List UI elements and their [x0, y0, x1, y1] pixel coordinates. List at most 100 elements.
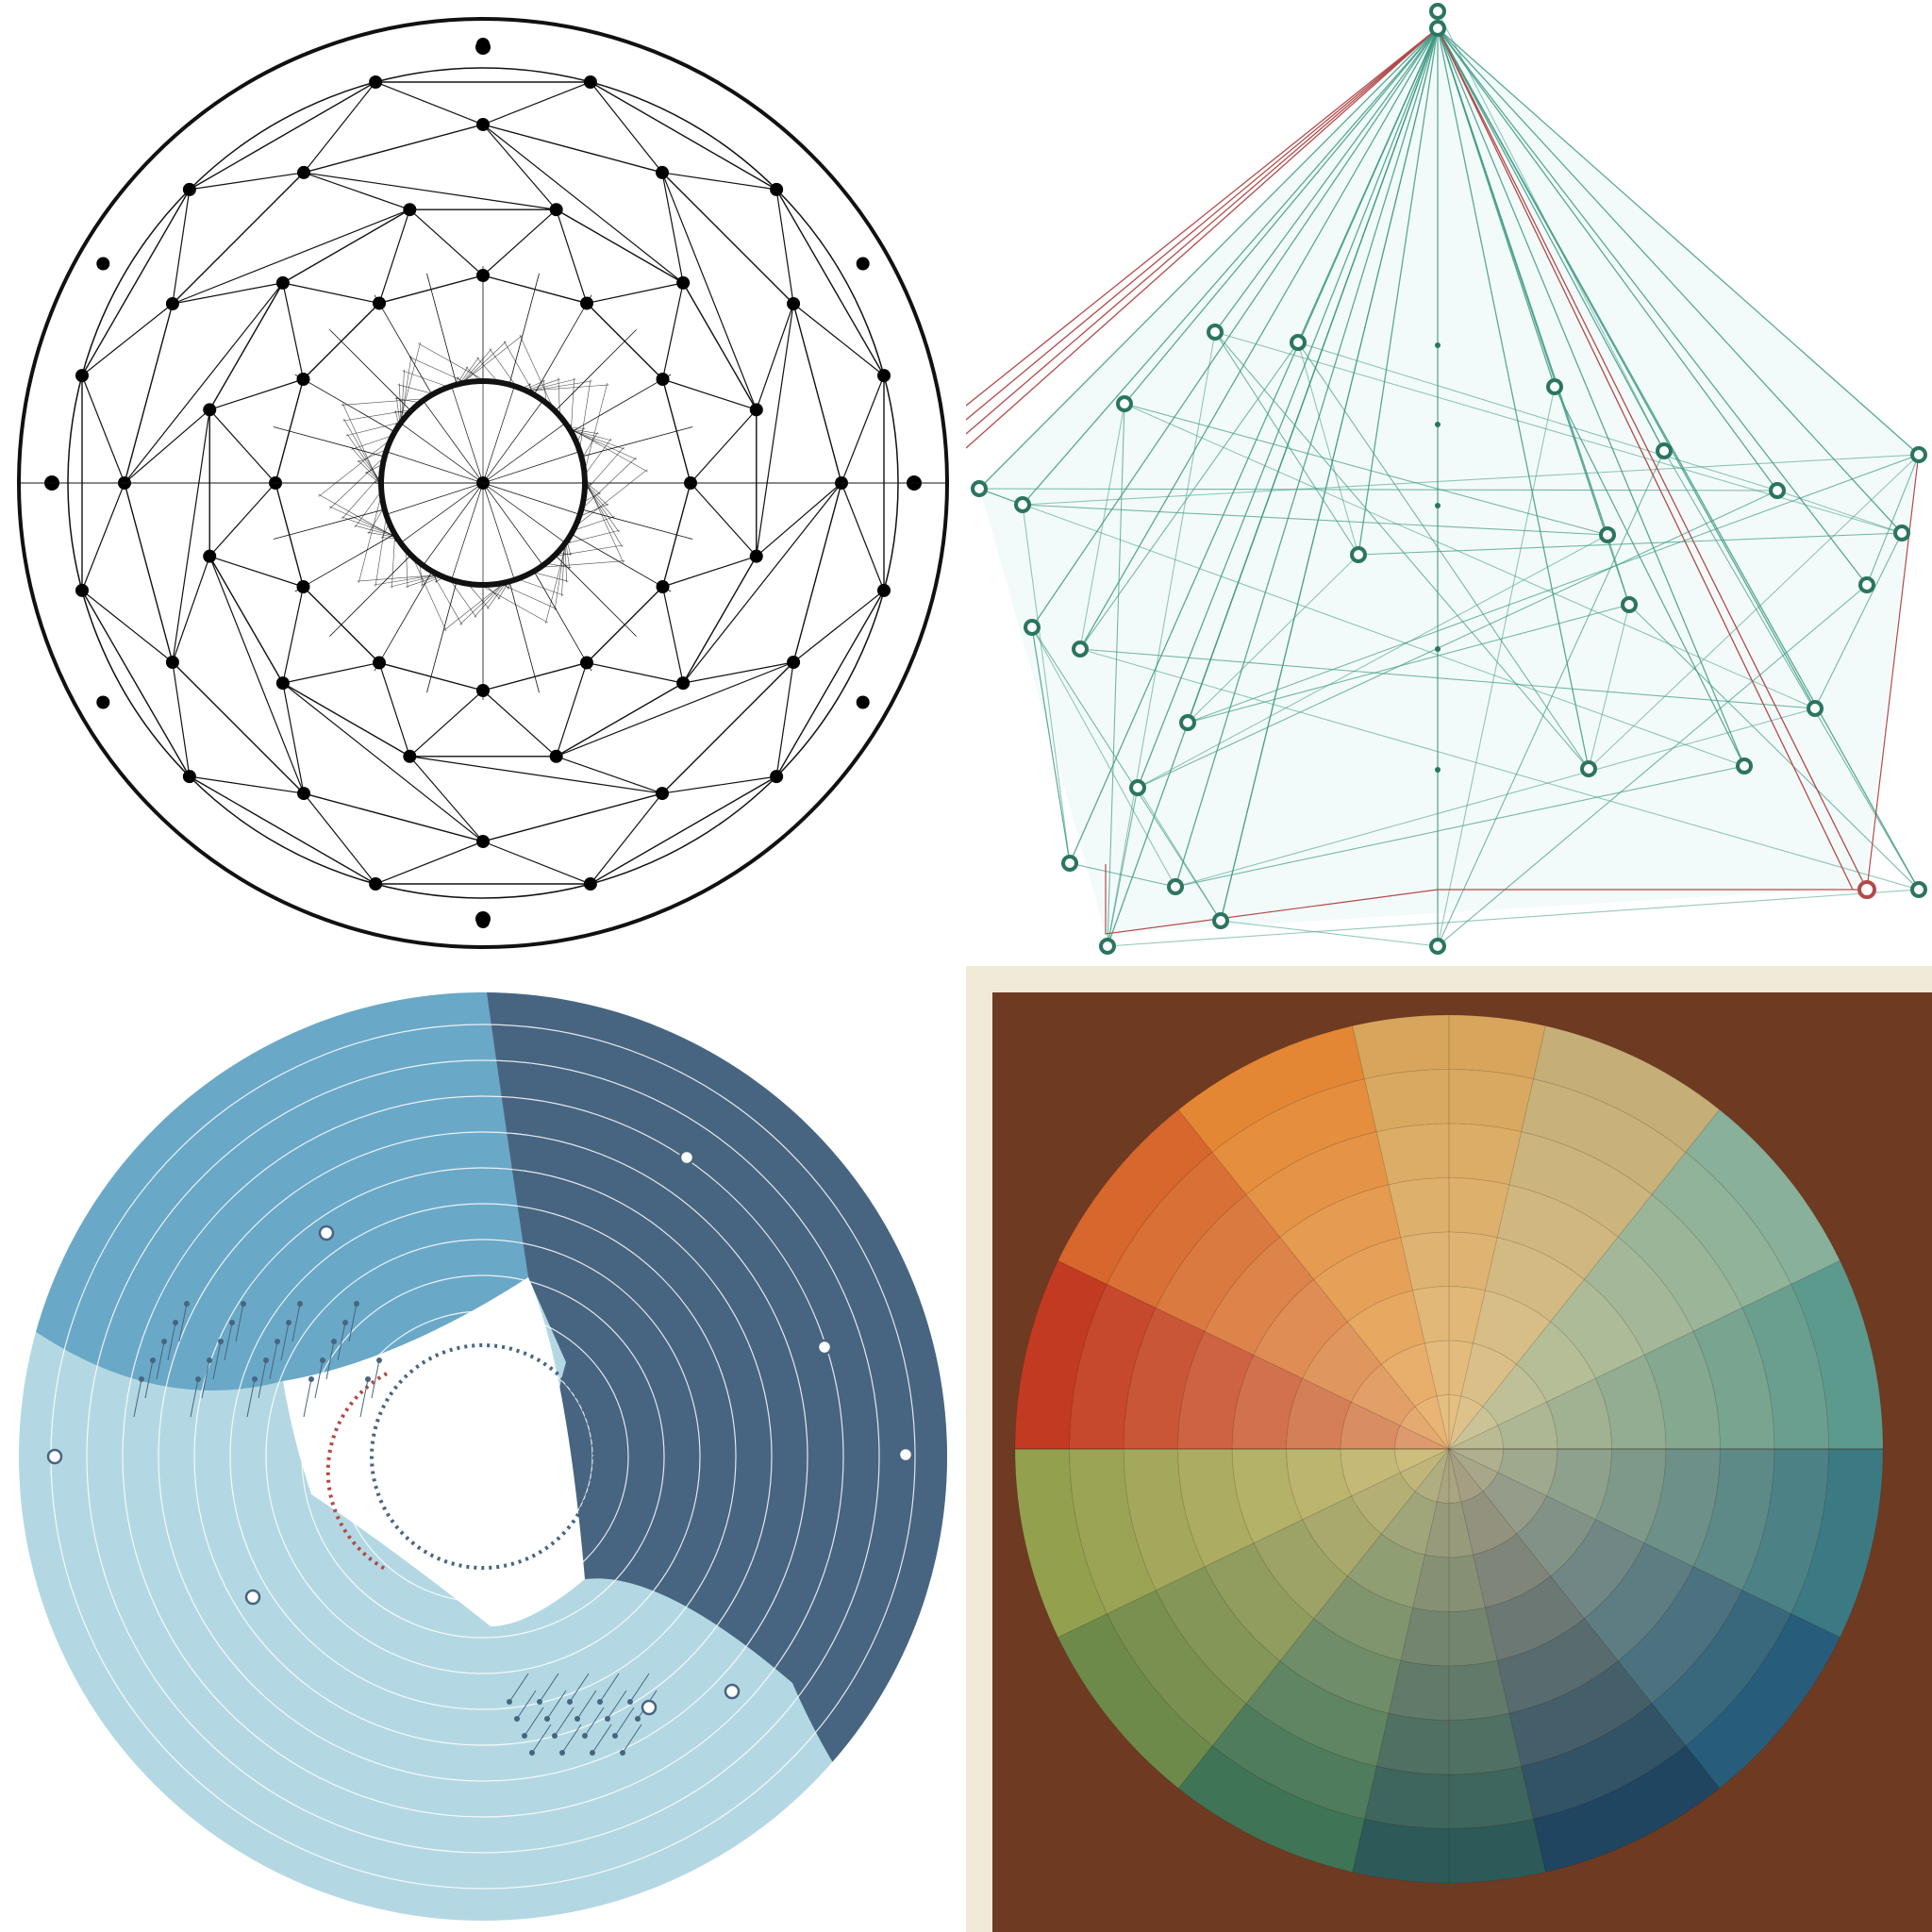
wheel-cell	[1497, 1448, 1558, 1497]
cross-edge	[841, 482, 885, 591]
ring-edge	[81, 590, 191, 777]
strand	[314, 1359, 324, 1399]
ring-edge	[378, 661, 484, 691]
marker-node	[641, 1699, 658, 1716]
graph-edge	[1022, 504, 1608, 536]
graph-node	[1429, 938, 1446, 955]
cross-edge	[482, 690, 558, 758]
cross-edge	[690, 482, 758, 558]
cross-edge	[81, 482, 125, 591]
wheel-cell	[1014, 1259, 1108, 1450]
cross-edge	[556, 209, 588, 304]
hub-spoke	[402, 424, 484, 484]
center-dot	[1435, 342, 1441, 348]
ring-edge	[189, 81, 376, 191]
node	[580, 296, 593, 310]
node	[75, 583, 89, 597]
cross-edge	[303, 81, 376, 174]
hub-spoke	[451, 482, 484, 578]
cross-edge	[282, 282, 305, 380]
cross-edge	[172, 282, 283, 305]
graph-edge	[1220, 27, 1439, 922]
strand-dot	[552, 1733, 558, 1739]
white-core	[283, 1277, 585, 1626]
graph-edge	[1137, 490, 1778, 789]
red-edge	[966, 27, 1439, 407]
graph-edge	[1628, 604, 1920, 891]
strand-dot	[537, 1699, 542, 1705]
strand-dot	[376, 1357, 382, 1363]
wheel-cell	[1790, 1448, 1884, 1639]
red-arc	[325, 1372, 388, 1572]
wheel-cell	[1508, 1660, 1653, 1767]
center-dot	[1435, 503, 1441, 508]
color-wheel-painting	[992, 992, 1932, 1932]
strand	[212, 1341, 222, 1380]
strand-dot	[597, 1699, 603, 1705]
strand-dot	[229, 1320, 235, 1325]
orbit-ring	[337, 1310, 629, 1603]
strand-dot	[529, 1750, 535, 1756]
graph-node	[1893, 525, 1910, 541]
node	[749, 549, 763, 563]
orbit-ring	[229, 1203, 737, 1710]
center-dot	[1435, 422, 1441, 427]
ring-edge	[303, 124, 484, 174]
cross-edge	[282, 682, 484, 842]
ring-edge	[586, 302, 664, 380]
apex-edge	[1437, 27, 1920, 891]
node	[75, 369, 89, 383]
cross-edge	[482, 841, 591, 885]
hub-spoke	[388, 482, 484, 515]
strand	[201, 1359, 210, 1399]
cross-edge	[172, 189, 191, 305]
wheel-cell	[1400, 1607, 1498, 1667]
wheel-cell	[1352, 1014, 1546, 1080]
graph-edge	[1437, 10, 1665, 452]
cross-edge	[792, 303, 885, 376]
strand-dot	[544, 1716, 550, 1722]
graph-node	[1290, 334, 1307, 351]
ring-edge	[172, 172, 305, 305]
graph-node	[1212, 912, 1229, 929]
graph-edge	[1031, 626, 1222, 922]
strand-dot	[241, 1301, 246, 1307]
center-dot	[1435, 767, 1441, 773]
strand-dot	[612, 1733, 618, 1739]
graph-edge	[1297, 341, 1778, 491]
ring-edge	[378, 275, 484, 305]
ring-edge	[124, 482, 174, 663]
graph-edge	[978, 488, 1778, 491]
cross-edge	[756, 303, 794, 410]
cross-edge	[590, 792, 663, 885]
cross-edge	[189, 775, 305, 794]
strand-dot	[507, 1699, 512, 1705]
axis-node	[475, 40, 491, 55]
strand-dot	[286, 1320, 291, 1325]
node	[296, 580, 310, 593]
node	[749, 403, 763, 417]
strand	[178, 1303, 188, 1342]
ring-edge	[661, 661, 794, 794]
strand-dot	[354, 1301, 359, 1307]
graph-edge	[1069, 862, 1176, 888]
cross-edge	[189, 172, 305, 191]
wheel-cell	[1532, 1024, 1721, 1154]
strand	[337, 1322, 346, 1361]
hub-spoke	[482, 482, 564, 542]
node	[182, 770, 196, 784]
cross-edge	[208, 482, 276, 558]
cross-edge	[756, 482, 842, 558]
cross-edge	[586, 282, 684, 305]
hub-spoke	[388, 451, 484, 484]
strand	[348, 1303, 358, 1342]
node	[403, 203, 417, 217]
node	[476, 835, 490, 848]
graph-edge	[1297, 341, 1359, 556]
strand	[584, 1707, 605, 1737]
apex-edge	[1079, 27, 1439, 650]
graph-node	[1656, 442, 1673, 459]
hub-spoke	[482, 424, 564, 484]
marker-node	[724, 1683, 741, 1700]
cross-edge	[378, 662, 410, 757]
